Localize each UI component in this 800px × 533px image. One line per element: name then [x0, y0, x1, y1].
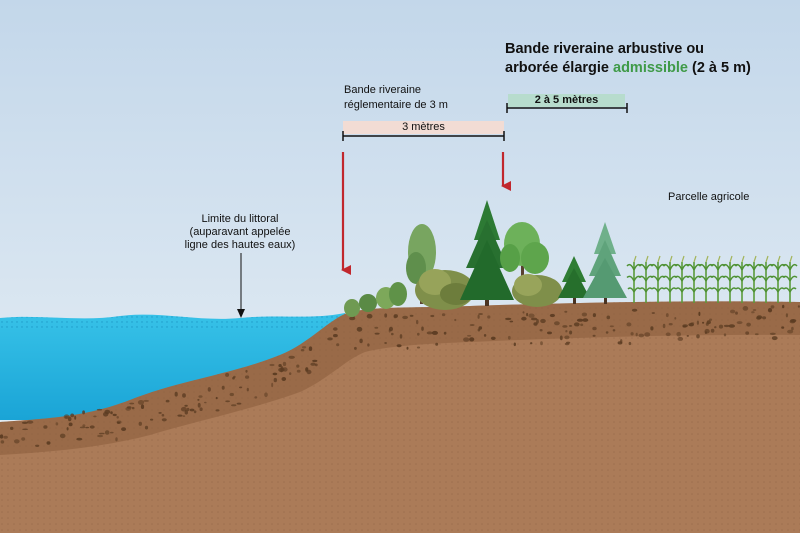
bar-3m-fill [343, 121, 504, 134]
title-line-2: arborée élargie admissible (2 à 5 m) [505, 59, 795, 78]
main-title: Bande riveraine arbustive ou arborée éla… [505, 40, 795, 78]
corn-stalk [782, 255, 798, 303]
reglementaire-label: Bande riveraine réglementaire de 3 m [344, 83, 504, 113]
spruce-large [460, 200, 514, 306]
littoral-line-3: ligne des hautes eaux) [184, 239, 296, 251]
topsoil-band [0, 301, 800, 455]
small-shrubs [344, 282, 407, 317]
water-surface-texture [0, 313, 345, 330]
title-line-1: Bande riveraine arbustive ou [505, 41, 705, 57]
bar-3m-label: 3 mètres [402, 121, 445, 133]
soil-specks [0, 304, 800, 447]
bar-2-5m-fill [508, 94, 625, 107]
spruce-small [558, 256, 590, 304]
littoral-arrowhead [237, 309, 245, 318]
fir-tree [583, 222, 627, 304]
littoral-line-1: Limite du littoral [201, 213, 279, 225]
corn-field [626, 255, 798, 303]
title-admissible-highlight: admissible [613, 60, 688, 76]
reglementaire-line-1: Bande riveraine [344, 84, 422, 96]
shrub-mound-right [512, 274, 562, 307]
corn-stalk [638, 255, 654, 303]
corn-stalk [746, 255, 762, 303]
parcelle-agricole-label: Parcelle agricole [668, 191, 750, 203]
littoral-label: Limite du littoral (auparavant appelée l… [160, 213, 320, 252]
title-line-2-prefix: arborée élargie [505, 60, 609, 76]
title-line-2-suffix: (2 à 5 m) [692, 60, 751, 76]
corn-stalk [662, 255, 678, 303]
littoral-line-2: (auparavant appelée [189, 226, 291, 238]
deciduous-tree-right [500, 222, 549, 300]
reglementaire-line-2: réglementaire de 3 m [344, 99, 448, 111]
bar-2-5m-label: 2 à 5 mètres [534, 94, 599, 106]
soil-texture [0, 301, 800, 533]
